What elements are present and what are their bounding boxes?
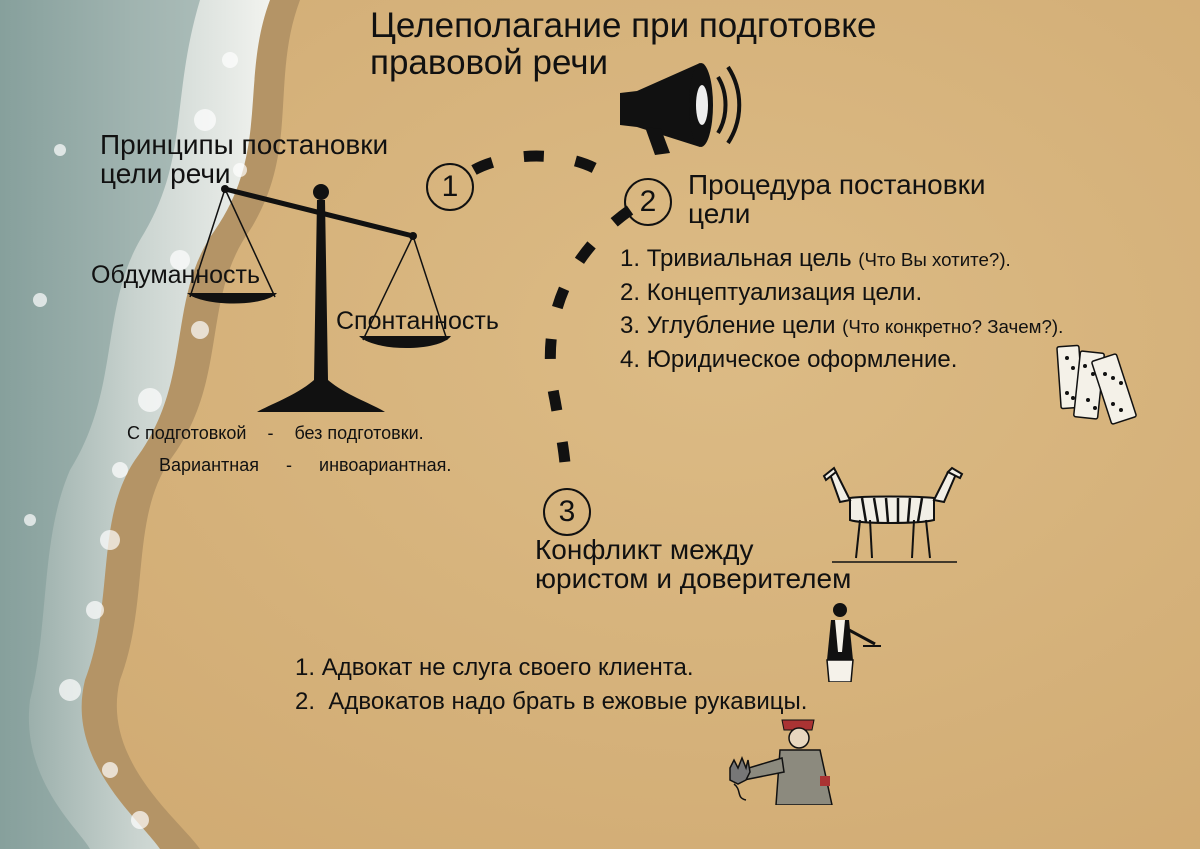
item-note: (Что конкретно? Зачем?). <box>842 316 1064 337</box>
scale-right-label: Спонтанность <box>336 307 499 335</box>
item-number: 4. <box>620 346 641 373</box>
section1-heading-line-2: цели речи <box>100 158 231 190</box>
item-number: 1. <box>620 245 641 272</box>
dominoes-icon <box>1056 344 1137 425</box>
section3-number: 3 <box>543 488 591 536</box>
section2-list: 1. Тривиальная цель (Что Вы хотите?). 2.… <box>620 242 1063 376</box>
section2-heading-line-2: цели <box>688 198 751 230</box>
pair-2-right: инвоариантная. <box>319 455 452 475</box>
item-number: 2. <box>295 688 316 715</box>
pair-row-2: Вариантная - инвоариантная. <box>159 456 451 475</box>
section2-item: 2. Концептуализация цели. <box>620 276 1063 309</box>
soldier-with-hedgehog-icon <box>729 719 833 805</box>
item-number: 3. <box>620 312 641 339</box>
pair-2-dash: - <box>286 455 292 475</box>
item-note: (Что Вы хотите?). <box>858 249 1011 270</box>
item-text: Углубление цели <box>646 312 836 339</box>
page-title-line-2: правовой речи <box>370 42 609 82</box>
section2-item: 1. Тривиальная цель (Что Вы хотите?). <box>620 242 1063 276</box>
section2-heading: Процедура постановки цели <box>688 170 986 229</box>
section3-heading: Конфликт между юристом и доверителем <box>535 535 851 594</box>
section3-heading-line-1: Конфликт между <box>535 534 754 565</box>
item-number: 2. <box>620 279 641 306</box>
page-title-line-1: Целеполагание при подготовке <box>370 6 877 45</box>
pair-2-left: Вариантная <box>159 455 259 475</box>
item-text: Юридическое оформление. <box>646 346 958 373</box>
item-text: Тривиальная цель <box>646 245 852 272</box>
section3-list: 1. Адвокат не слуга своего клиента. 2. А… <box>295 651 807 719</box>
scales-icon <box>187 184 451 412</box>
item-number: 1. <box>295 654 316 681</box>
page-title: Целеполагание при подготовке правовой ре… <box>370 6 877 82</box>
item-text: Концептуализация цели. <box>646 279 923 306</box>
waiter-icon <box>826 603 881 682</box>
section2-heading-line-1: Процедура постановки <box>688 169 986 200</box>
pair-1-right: без подготовки. <box>294 423 424 443</box>
pair-row-1: С подготовкой - без подготовки. <box>127 424 424 443</box>
section1-heading-line-1: Принципы постановки <box>100 129 389 160</box>
section3-heading-line-2: юристом и доверителем <box>535 563 852 595</box>
section1-number: 1 <box>426 163 474 211</box>
item-text: Адвокат не слуга своего клиента. <box>321 654 694 681</box>
item-text: Адвокатов надо брать в ежовые рукавицы. <box>321 688 808 715</box>
section1-heading: Принципы постановки цели речи <box>100 130 388 189</box>
section2-number: 2 <box>624 178 672 226</box>
section3-item: 2. Адвокатов надо брать в ежовые рукавиц… <box>295 685 807 719</box>
pair-1-dash: - <box>267 423 274 443</box>
section3-item: 1. Адвокат не слуга своего клиента. <box>295 651 807 685</box>
scale-left-label: Обдуманность <box>91 261 261 289</box>
section2-item: 3. Углубление цели (Что конкретно? Зачем… <box>620 309 1063 343</box>
pair-1-left: С подготовкой <box>127 423 247 443</box>
section2-item: 4. Юридическое оформление. <box>620 343 1063 376</box>
two-headed-zebra-icon <box>822 466 964 563</box>
megaphone-icon <box>620 63 742 155</box>
